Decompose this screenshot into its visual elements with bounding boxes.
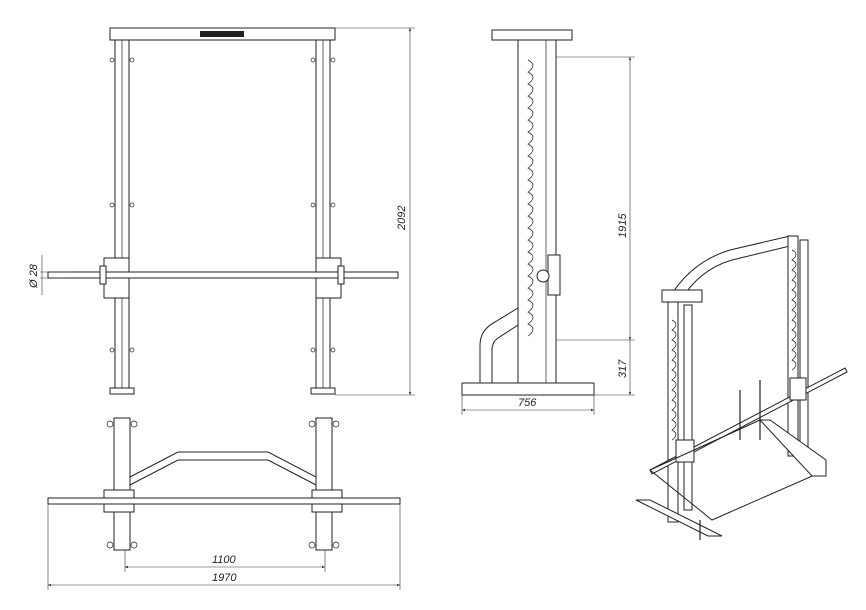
diagonal-brace	[462, 307, 519, 385]
lower-offset-dimension: 317	[617, 359, 629, 378]
isometric-view	[635, 235, 848, 540]
side-upright	[517, 39, 557, 386]
top-barbell	[47, 497, 401, 505]
rail-height-dimension: 1915	[617, 213, 629, 238]
side-view: 1915 317 756	[461, 29, 635, 415]
brand-logo	[200, 31, 244, 37]
top-view: 1100 1970	[47, 417, 401, 590]
front-view: 2092 Ø 28	[28, 27, 415, 396]
height-dimension: 2092	[396, 206, 408, 231]
base-plate	[461, 382, 595, 396]
curved-top-beam	[127, 451, 319, 487]
left-base-rail	[113, 417, 131, 551]
iso-front-left-upright	[667, 301, 679, 523]
right-base-rail	[315, 417, 333, 551]
bar-diameter-dimension: Ø 28	[28, 263, 40, 289]
inner-width-dimension: 1100	[212, 554, 237, 566]
safety-hooks	[527, 59, 534, 337]
depth-dimension: 756	[518, 397, 537, 409]
top-cap	[491, 29, 573, 41]
bar-length-dimension: 1970	[212, 572, 237, 584]
bar-end	[536, 269, 550, 283]
barbell	[47, 271, 399, 279]
